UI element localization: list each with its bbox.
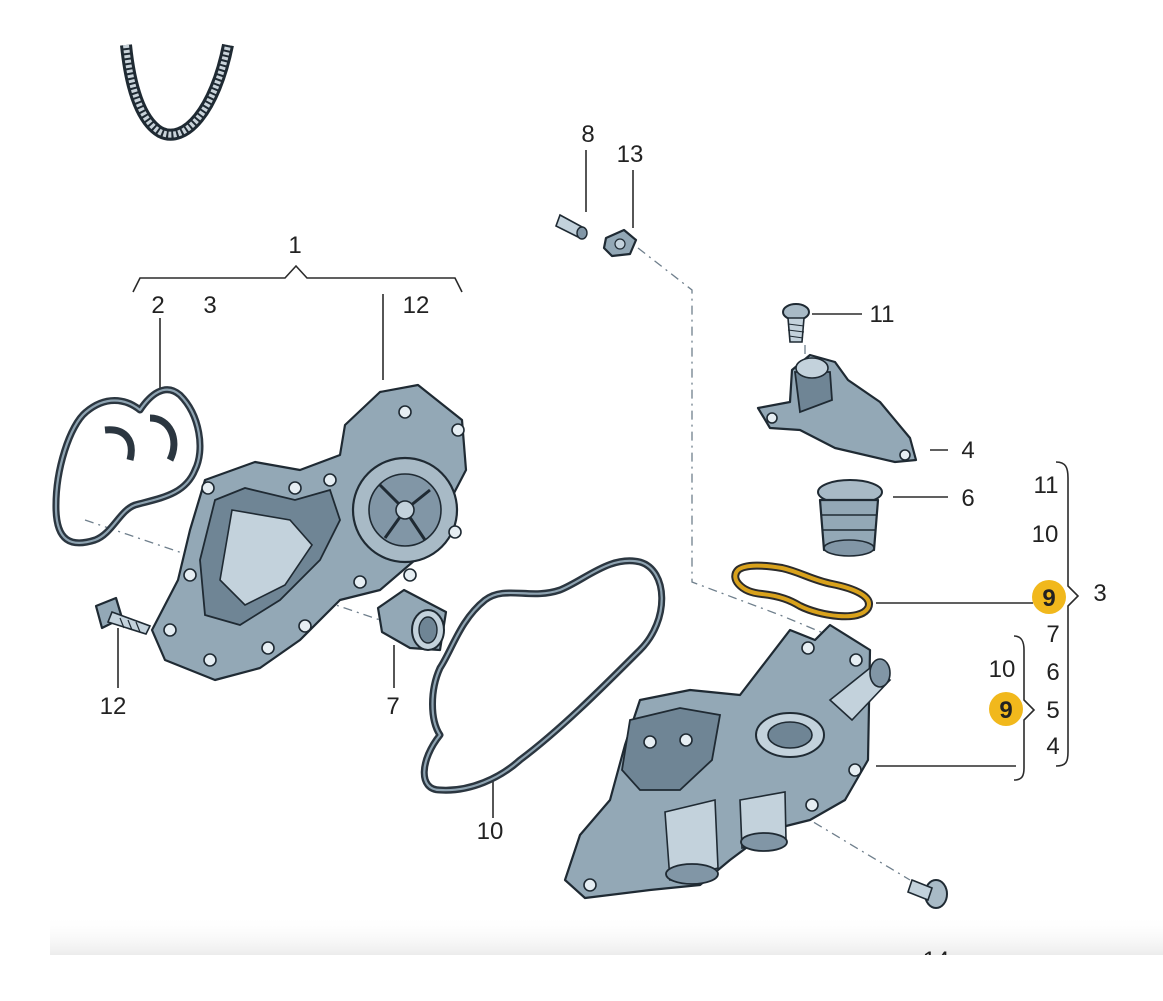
connector-pipe-7 <box>376 588 448 652</box>
callout-1: 1 <box>288 232 301 259</box>
group3-item-11: 11 <box>1034 472 1059 499</box>
sleeve-8 <box>555 213 588 240</box>
bolt-12 <box>94 596 152 635</box>
thermostat-6 <box>817 479 883 557</box>
callout-12-bolt: 12 <box>100 693 127 720</box>
group3-item-9: 9 <box>1042 585 1055 612</box>
leader-lines <box>117 150 1080 818</box>
bolt-11 <box>782 303 810 343</box>
assembly-group-3: 11 10 9 7 6 5 4 3 <box>1032 472 1107 760</box>
water-pump-housing <box>150 383 468 682</box>
callout-11-right: 11 <box>870 301 895 328</box>
group3-item-5: 5 <box>1046 697 1059 724</box>
group5-item-9: 9 <box>999 697 1012 724</box>
callout-3-top: 3 <box>203 292 216 319</box>
callout-6-right: 6 <box>961 485 974 512</box>
group5-item-9-highlight <box>989 692 1023 726</box>
callout-2: 2 <box>151 292 164 319</box>
group3-item-7: 7 <box>1046 621 1059 648</box>
seal-9-highlighted <box>731 561 873 621</box>
group3-item-9-highlight <box>1032 580 1066 614</box>
bottom-fade <box>50 915 1163 955</box>
coolant-housing-3 <box>563 623 892 900</box>
callout-13: 13 <box>617 141 644 168</box>
callout-10-gasket: 10 <box>477 818 504 845</box>
group3-item-10: 10 <box>1032 521 1059 548</box>
callout-4-right: 4 <box>961 437 974 464</box>
callout-7-pipe: 7 <box>386 693 399 720</box>
clip-13 <box>602 228 638 258</box>
crop-mask <box>900 955 980 1001</box>
group3-item-6: 6 <box>1046 659 1059 686</box>
thermostat-cover-4 <box>756 353 918 464</box>
gasket-10 <box>420 557 666 794</box>
assembly-group-5: 10 9 <box>989 656 1023 726</box>
group5-item-10: 10 <box>989 656 1016 683</box>
callout-12-top: 12 <box>403 292 430 319</box>
group3-item-4: 4 <box>1046 733 1059 760</box>
drive-belt <box>120 43 234 141</box>
housing-gasket-left <box>52 386 204 547</box>
bolt-14 <box>907 878 948 909</box>
callout-8: 8 <box>581 121 594 148</box>
group3-assembly-number: 3 <box>1093 580 1106 607</box>
